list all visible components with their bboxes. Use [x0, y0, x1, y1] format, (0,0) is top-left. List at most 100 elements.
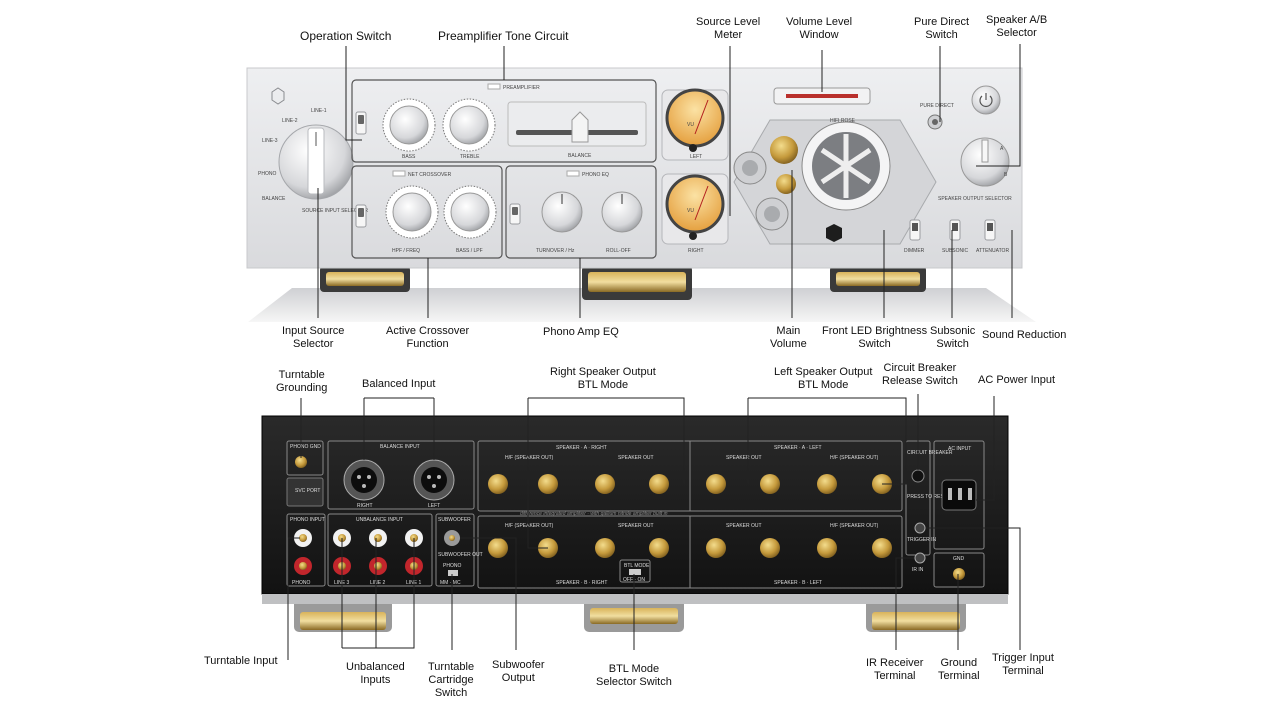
phono-rca-red: [294, 557, 312, 575]
panel-text-r-spkal: SPEAKER · A · LEFT: [774, 445, 822, 451]
panel-text-r-cb: CIRCUIT BREAKER: [907, 450, 953, 456]
label-line: Subwoofer: [492, 659, 545, 671]
label-line: Terminal: [873, 670, 916, 682]
panel-text-t-balance: BALANCE: [262, 196, 286, 202]
panel-text-r-hf2: H/F (SPEAKER OUT): [830, 455, 879, 461]
pure-direct-button: [927, 114, 943, 130]
label-line: Window: [799, 29, 839, 41]
front-foot-center: [582, 266, 692, 300]
label-line: Ground: [940, 657, 978, 669]
btl-mode-selector-switch: [629, 569, 641, 575]
panel-text-r-phono: PHONO: [292, 580, 310, 586]
rear-amplifier: PHONO GND SVC PORT BALANCE INPUT RIGHT L…: [261, 415, 1009, 632]
label-line: Speaker A/B: [986, 14, 1048, 26]
panel-text-r-hf4: H/F (SPEAKER OUT): [830, 523, 879, 529]
panel-text-r-ir: IR IN: [912, 567, 924, 573]
panel-text-r-phonognd: PHONO GND: [290, 444, 321, 450]
treble-knob: [442, 98, 496, 152]
panel-text-r-left: LEFT: [428, 503, 440, 509]
panel-text-t-hpf: HPF / FREQ: [392, 248, 420, 254]
subwoofer-box: [435, 513, 475, 587]
panel-text-t-treble: TREBLE: [460, 154, 480, 160]
front-shelf: [248, 288, 1036, 322]
label-line: Source Level: [696, 16, 761, 28]
panel-text-r-phono2: PHONO: [443, 563, 461, 569]
label-turntable-input: Turntable Input: [204, 655, 278, 667]
leader-lines: [287, 44, 1021, 660]
attenuator-switch: [984, 219, 996, 241]
panel-text-t-dimmer: DIMMER: [904, 248, 925, 254]
panel-text-r-so3: SPEAKER OUT: [618, 523, 654, 529]
label-sound-reduction: Sound Reduction: [982, 329, 1067, 341]
panel-text-t-preamp: PREAMPLIFIER: [503, 85, 540, 91]
label-line: Pure Direct: [914, 16, 970, 28]
panel-text-t-pure: PURE DIRECT: [920, 103, 954, 109]
ground-post: [953, 568, 965, 580]
label-line: BTL Mode: [577, 379, 629, 391]
label-line: Switch: [434, 687, 468, 699]
panel-text-t-phonoeq: PHONO EQ: [582, 172, 609, 178]
panel-text-t-line3: LINE-3: [262, 138, 278, 144]
xlr-right-xlr-connector: [343, 459, 385, 501]
meter-left-vu-meter: [661, 88, 729, 161]
panel-text-t-mright: RIGHT: [688, 248, 704, 254]
panel-text-r-balinput: BALANCE INPUT: [380, 444, 420, 450]
gnd-box: [933, 552, 985, 588]
cartridge-switch: [448, 570, 458, 576]
label-line: Function: [406, 338, 449, 350]
panel-text-r-so4: SPEAKER OUT: [726, 523, 762, 529]
label-line: Trigger Input: [992, 652, 1054, 664]
panel-text-t-crossover: NET CROSSOVER: [408, 172, 452, 178]
phono-rca-white: [294, 529, 312, 547]
label-line: Switch: [858, 338, 891, 350]
volume-assembly: [733, 119, 937, 245]
label-line: Inputs: [360, 674, 391, 686]
panel-text-t-lpf: BASS / LPF: [456, 248, 483, 254]
balance-slider: [507, 101, 647, 147]
phono-input-box: [286, 513, 326, 587]
panel-text-t-mleft: LEFT: [690, 154, 702, 160]
lpf-knob: [443, 185, 497, 239]
panel-text-r-so2: SPEAKER OUT: [726, 455, 762, 461]
front-foot-right: [830, 266, 926, 292]
panel-text-r-sub: SUBWOOFER: [438, 517, 471, 523]
panel-text-r-hf3: H/F (SPEAKER OUT): [505, 523, 554, 529]
label-line: Left Speaker Output: [774, 366, 873, 378]
panel-text-t-vu1: VU: [687, 122, 694, 128]
label-operation-switch: Operation Switch: [300, 29, 392, 43]
bass-knob: [382, 98, 436, 152]
circuit-breaker-button: [911, 469, 925, 483]
label-line: Terminal: [1002, 665, 1044, 677]
hpf-knob: [385, 185, 439, 239]
panel-text-r-so1: SPEAKER OUT: [618, 455, 654, 461]
panel-text-t-bass: BASS: [402, 154, 416, 160]
panel-text-r-hf1: H/F (SPEAKER OUT): [505, 455, 554, 461]
label-phono-eq: Phono Amp EQ: [543, 326, 619, 338]
panel-text-r-svc: SVC PORT: [295, 488, 320, 494]
label-line: Input Source: [282, 325, 345, 337]
front-amplifier: LINE-1 LINE-2 LINE-3 PHONO BALANCE SOURC…: [246, 67, 1036, 322]
trigger-jack: [914, 522, 926, 534]
panel-text-r-trig: TRIGGER IN: [907, 537, 937, 543]
meter-right-vu-meter: [661, 173, 729, 245]
panel-text-t-rolloff: ROLL-OFF: [606, 248, 631, 254]
label-line: Selector: [996, 27, 1037, 39]
speaker-ab-selector-knob: [960, 137, 1010, 187]
operation-switch: [355, 111, 367, 135]
panel-text-r-script: difference integrated amplifier · with g…: [520, 511, 668, 517]
label-line: Unbalanced: [346, 661, 405, 673]
label-line: IR Receiver: [866, 657, 924, 669]
label-line: Terminal: [938, 670, 980, 682]
panel-text-t-brand: HIFI ROSE: [830, 118, 856, 124]
label-line: Volume: [770, 338, 807, 350]
label-line: Circuit Breaker: [883, 362, 957, 374]
